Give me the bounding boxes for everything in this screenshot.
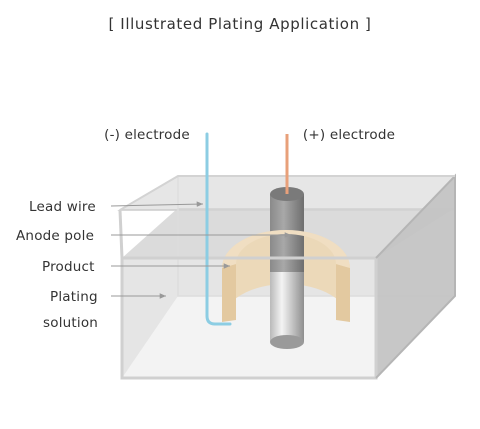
lead-wire-label: Lead wire <box>29 199 96 215</box>
plating-solution-label-line2: solution <box>43 315 98 331</box>
tank-back-edge <box>177 176 455 297</box>
tank-left-top-edge <box>118 209 124 259</box>
product-top-rim <box>222 230 350 268</box>
anode-pole-bottom <box>270 335 304 349</box>
lead-wire-leader <box>110 201 204 207</box>
electrode-wires <box>205 132 289 326</box>
product-left-side <box>222 264 236 322</box>
anode-pole <box>270 187 304 349</box>
tank-right-wall <box>376 176 455 378</box>
tank-right-edge <box>375 173 456 379</box>
negative-lead-wire <box>205 132 232 326</box>
tank-top-outline <box>119 175 455 211</box>
anode-pole-label: Anode pole <box>16 228 94 244</box>
plating-solution-label-line1: Plating <box>50 289 98 305</box>
product-front <box>222 230 350 322</box>
positive-electrode-label: (+) electrode <box>303 127 395 143</box>
product-right-side <box>336 264 350 322</box>
anode-pole-lower <box>270 272 304 342</box>
diagram-title: [ Illustrated Plating Application ] <box>108 15 371 33</box>
negative-electrode-label: (-) electrode <box>104 127 190 143</box>
product-label: Product <box>42 259 95 275</box>
tank-front-frame <box>120 256 378 380</box>
tank-walls <box>118 173 457 380</box>
